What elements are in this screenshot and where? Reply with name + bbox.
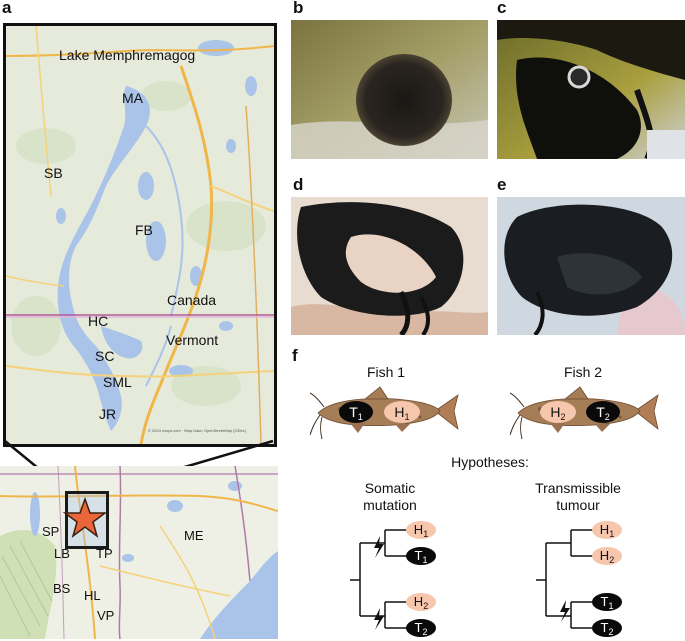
photo-e-oral-lesion <box>497 197 685 335</box>
fish2-healthy-sub: 2 <box>560 412 566 422</box>
map-label-tp: TP <box>96 546 113 561</box>
panel-letter-d: d <box>293 175 304 194</box>
fish1-healthy-sub: 1 <box>404 412 410 422</box>
tree1-somatic-mutation <box>350 529 410 630</box>
tree1-tip-h2-sub: 2 <box>423 601 429 611</box>
region-map-graphic <box>0 466 278 639</box>
hypothesis2-line1: Transmissible <box>535 480 621 496</box>
fish2-tumour-letter: T <box>596 404 605 420</box>
lightning-icon <box>374 536 384 558</box>
tree2-tip-h1-letter: H <box>599 522 610 537</box>
tree1-tip-h1: H1 <box>406 521 436 539</box>
fish1-title: Fish 1 <box>366 364 406 380</box>
fish2-healthy-letter: H <box>550 404 561 420</box>
lightning-icon <box>374 608 384 630</box>
map-label-vermont: Vermont <box>166 332 219 348</box>
map-label-me: ME <box>184 528 204 543</box>
hypotheses-title: Hypotheses: <box>451 454 529 470</box>
map-label-sml: SML <box>103 374 132 390</box>
tree2-tip-t1-letter: T <box>600 594 609 609</box>
map-label-sp: SP <box>42 524 60 539</box>
map-attribution: © 2024 mapo.com · Map Data: OpenStreetMa… <box>148 428 247 433</box>
tree2-tip-t2-letter: T <box>600 620 609 635</box>
tree1-tip-t1-sub: 1 <box>422 555 428 565</box>
fish2-illustration <box>510 386 659 440</box>
tree1-tip-t1-letter: T <box>414 548 423 563</box>
panel-letter-c: c <box>497 0 507 17</box>
photo-c-head-lesion <box>497 20 685 159</box>
fish2-tumour-marker: T2 <box>586 401 620 423</box>
map-label-fb: FB <box>135 222 153 238</box>
map-label-lake: Lake Memphremagog <box>59 47 196 63</box>
tree1-tip-h1-letter: H <box>413 522 424 537</box>
fish1-healthy-letter: H <box>394 404 405 420</box>
panel-letter-f: f <box>292 346 298 365</box>
tree2-tip-h2: H2 <box>592 547 622 565</box>
inset-map: Lake Memphremagog MA SB FB Canada HC Ver… <box>3 23 277 447</box>
tree1-tip-h2: H2 <box>406 593 436 611</box>
tree2-tip-t1: T1 <box>592 593 622 611</box>
tree1-tip-h1-sub: 1 <box>423 529 429 539</box>
lightning-icon <box>560 600 570 622</box>
tree1-tip-t2-sub: 2 <box>422 627 428 637</box>
tree2-tip-t2: T2 <box>592 619 622 637</box>
tree1-tip-h2-letter: H <box>413 594 424 609</box>
map-label-sc: SC <box>95 348 115 364</box>
map-label-vp: VP <box>97 608 115 623</box>
map-label-hl: HL <box>84 588 101 603</box>
tree1-tip-t2: T2 <box>406 619 436 637</box>
photo-d-mouth-lesion <box>291 197 488 335</box>
hypothesis1-line2: mutation <box>363 497 417 513</box>
tree2-tip-t2-sub: 2 <box>608 627 614 637</box>
fish1-tumour-marker: T1 <box>339 401 373 423</box>
tree1-tip-t1: T1 <box>406 547 436 565</box>
fish2-title: Fish 2 <box>563 364 603 380</box>
map-label-ma: MA <box>122 90 143 106</box>
map-label-canada: Canada <box>167 292 217 308</box>
fish1-tumour-letter: T <box>349 404 358 420</box>
hypothesis2-line2: tumour <box>556 497 600 513</box>
fish1-healthy-marker: H1 <box>384 401 420 423</box>
panel-letter-e: e <box>497 175 507 194</box>
fish1-tumour-sub: 1 <box>357 412 363 422</box>
fish2-tumour-sub: 2 <box>604 412 610 422</box>
tree1-tip-t2-letter: T <box>414 620 423 635</box>
photo-b-skin-lesion <box>291 20 488 159</box>
tree2-tip-h2-letter: H <box>599 548 610 563</box>
tree2-tip-h1: H1 <box>592 521 622 539</box>
panel-letter-a: a <box>2 0 12 17</box>
tree2-tip-t1-sub: 1 <box>608 601 614 611</box>
region-map: SP LB TP ME BS HL VP <box>0 466 278 639</box>
fish2-healthy-marker: H2 <box>540 401 576 423</box>
tree2-transmissible-tumour <box>536 529 596 629</box>
hypothesis1-line1: Somatic <box>364 480 416 496</box>
star-icon <box>63 496 107 538</box>
inset-map-graphic <box>6 26 274 444</box>
map-label-sb: SB <box>44 165 63 181</box>
map-label-lb: LB <box>54 546 70 561</box>
panel-letter-b: b <box>293 0 304 17</box>
tree2-tip-h1-sub: 1 <box>609 529 615 539</box>
map-label-bs: BS <box>53 581 71 596</box>
map-label-hc: HC <box>88 313 109 329</box>
tree2-tip-h2-sub: 2 <box>609 555 615 565</box>
map-label-jr: JR <box>99 406 117 422</box>
